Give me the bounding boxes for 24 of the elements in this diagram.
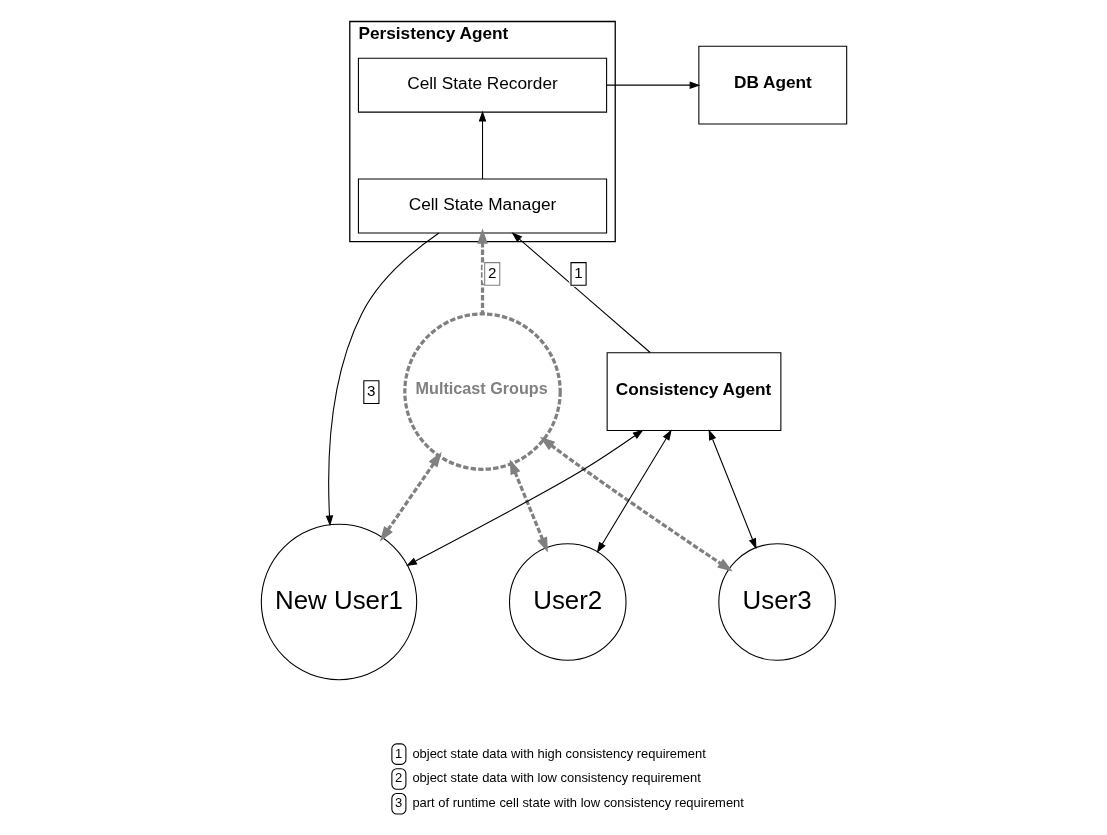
node-box: Cell State Manager	[357, 178, 607, 234]
arrow	[708, 429, 756, 550]
arrow	[509, 459, 548, 553]
label: 2	[394, 770, 402, 786]
arrow	[379, 451, 442, 542]
arrow	[605, 81, 700, 89]
arrow	[596, 429, 672, 553]
arrow	[325, 232, 439, 527]
arrow	[476, 228, 488, 314]
edge-label: 1	[573, 263, 583, 281]
node-box: DB Agent	[697, 45, 847, 125]
node-box: Consistency Agent	[606, 352, 781, 431]
arrow	[511, 232, 651, 354]
arrow	[539, 436, 733, 572]
label: 1	[394, 745, 402, 761]
label: 3	[394, 795, 402, 811]
legend-label: object state data with high consistency requirement	[411, 745, 706, 761]
legend-label: part of runtime cell state with low consistency requirement	[411, 795, 744, 811]
arrow	[478, 110, 486, 180]
node-box: Cell State Recorder	[357, 57, 607, 113]
edge-label: 3	[366, 382, 375, 400]
arrow	[405, 429, 644, 566]
legend-label: object state data with low consistency requirement	[411, 770, 701, 786]
edge-label: 2	[487, 263, 496, 281]
